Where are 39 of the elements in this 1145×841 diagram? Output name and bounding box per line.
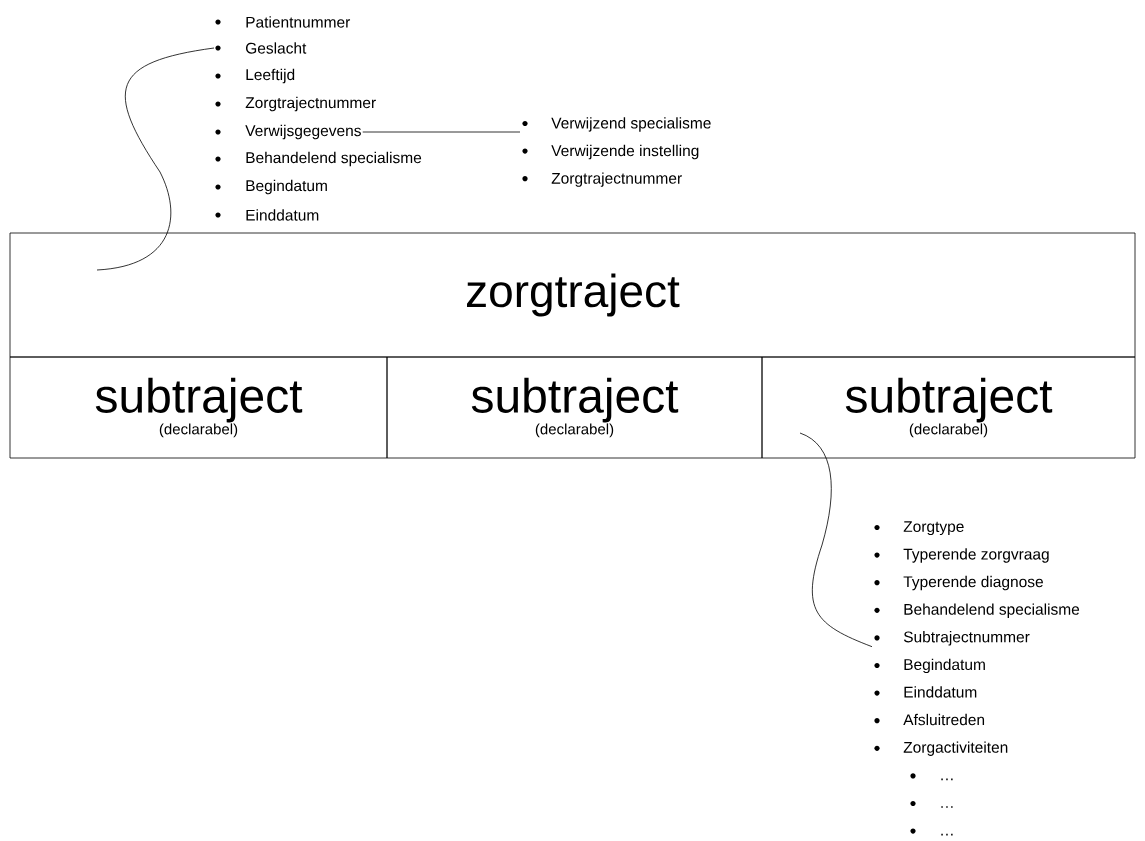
subtraject-box: subtraject (declarabel) [761,356,1136,459]
node-label: Behandelend specialisme [904,603,1080,618]
node-label: Zorgtype [903,521,964,536]
bullet-list: Verwijzend specialisme Verwijzende instelling Zorgtrajectnummer [522,117,711,187]
bullet-item: Verwijsgegevens [215,124,361,140]
bullet-list: Zorgtype Typerende zorgvraag Typerende diagnose Behandelend specialisme Subtrajectnummer Begindatum Einddatum Afsluitreden Zorgactiviteiten … … … [874,521,1080,836]
bullet-item: Begindatum [215,179,327,195]
node-label: Verwijsgegevens [245,124,361,140]
node-label: Einddatum [246,209,319,221]
bullet-item: Behandelend specialisme [215,151,422,167]
node-label: Leeftijd [246,68,295,84]
node-label: Typerende zorgvraag [903,548,1049,563]
bullet-item: Leeftijd [215,68,295,84]
node-label: … [941,778,953,781]
node-label: Einddatum [904,686,977,698]
zorgtraject-box: zorgtraject [9,232,1136,358]
node-label: Verwijzend specialisme [551,117,711,132]
node-label: Zorgtrajectnummer [551,172,682,187]
node-label: Subtrajectnummer [903,631,1030,646]
bullet-item: Zorgtrajectnummer [215,96,376,112]
bullet-item: Patientnummer [215,16,351,28]
bullet-item: Einddatum [215,209,319,221]
node-label: Geslacht [245,42,307,54]
subtraject-box: subtraject (declarabel) [9,356,388,459]
node-label: … [941,806,953,808]
node-label: Begindatum [246,179,327,195]
bullet-item: Geslacht [215,42,307,54]
subtraject-box: subtraject (declarabel) [386,356,763,459]
connector-curve [96,47,215,271]
node-label: Patientnummer [246,16,351,28]
node-label: Begindatum [904,658,985,674]
node-label: Afsluitreden [903,713,985,726]
connector-line [362,131,521,133]
connector-curve [799,432,873,648]
node-label: Zorgactiviteiten [903,741,1008,756]
node-label: Typerende diagnose [903,575,1043,591]
node-label: Verwijzende instelling [551,144,699,160]
node-label: Zorgtrajectnummer [245,96,376,112]
node-label: … [941,833,953,836]
